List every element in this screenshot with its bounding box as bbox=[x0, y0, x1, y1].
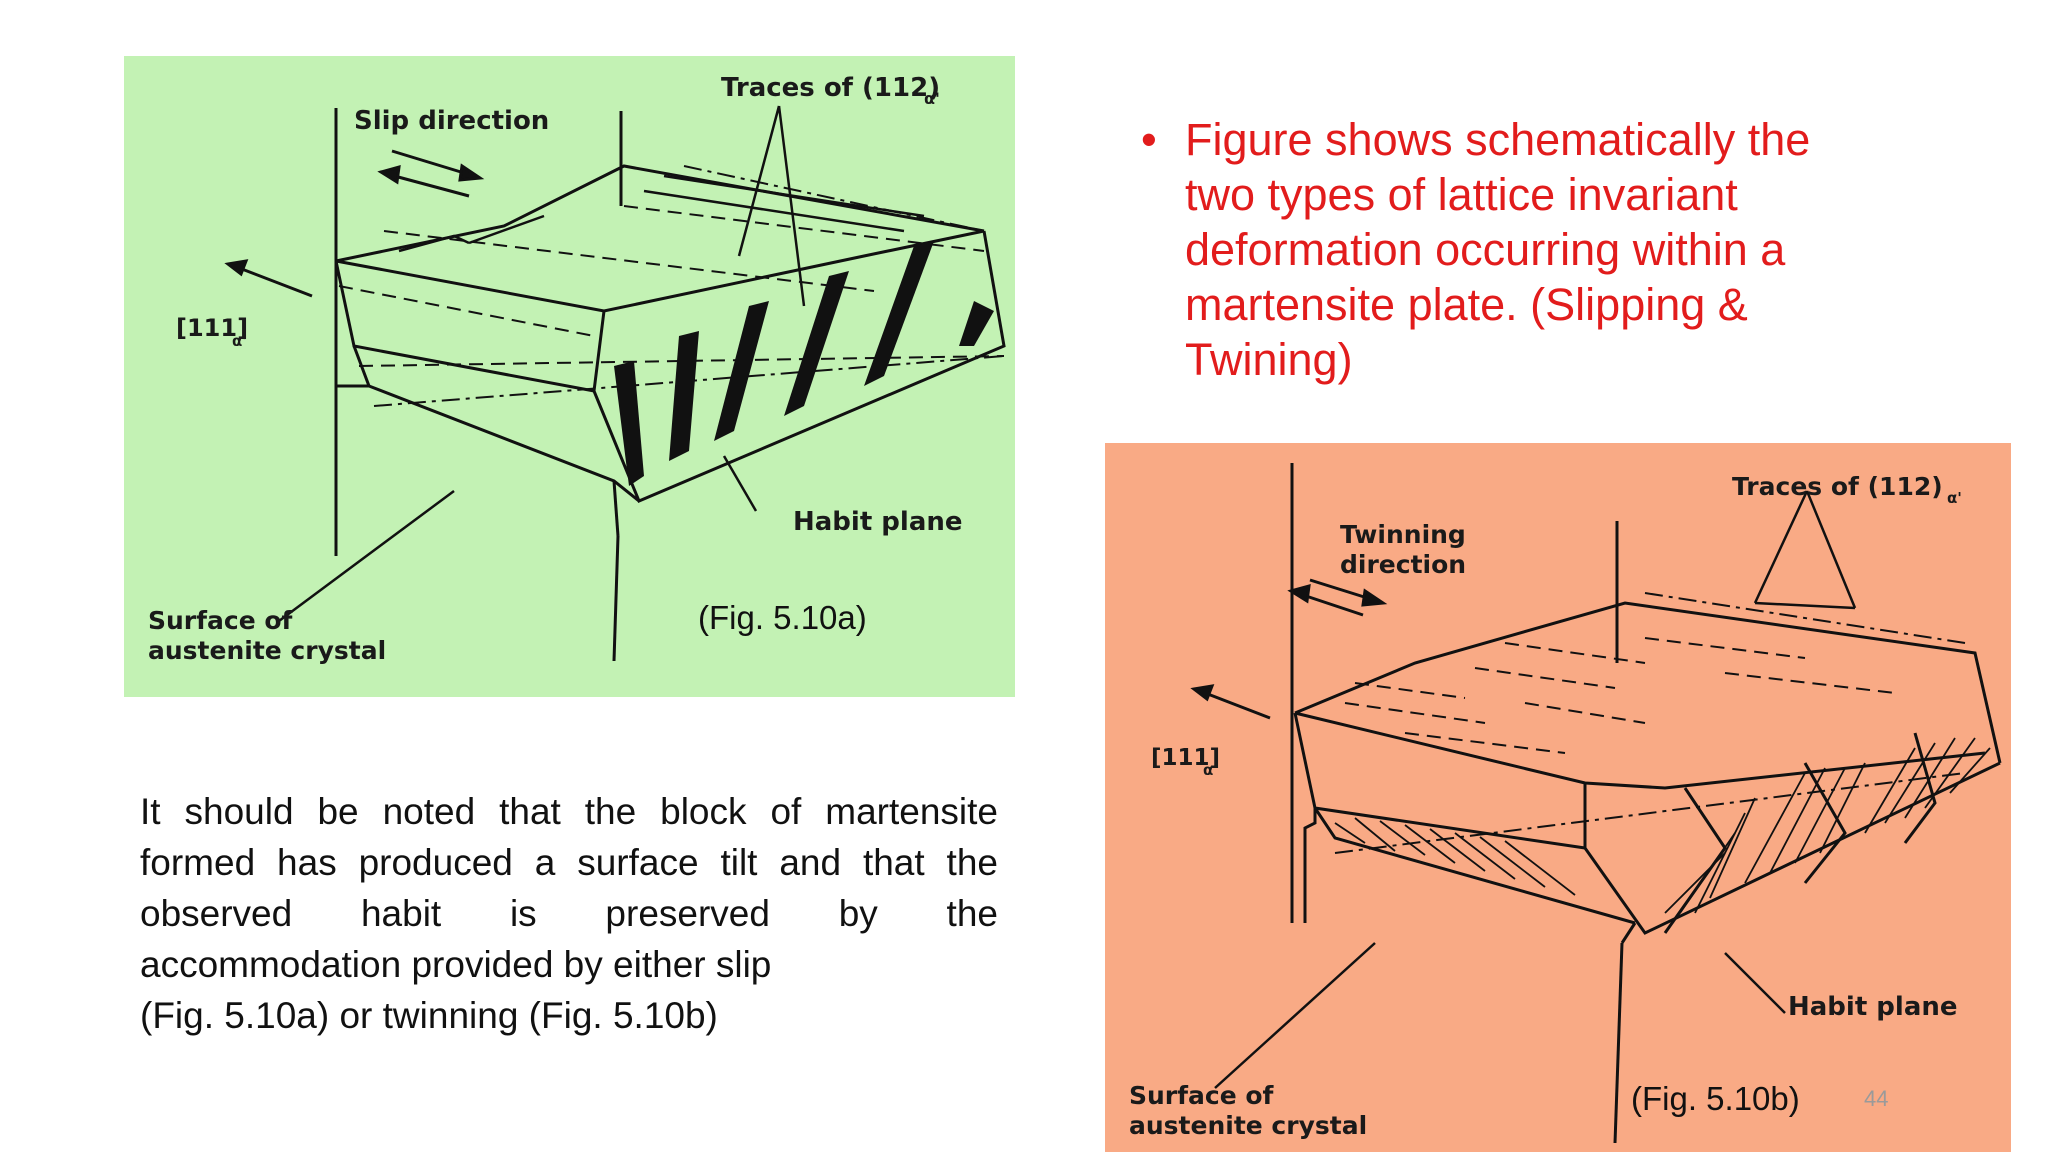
direction-label: [111] bbox=[176, 314, 248, 342]
paragraph-line: accommodation provided by either slip bbox=[140, 944, 772, 985]
slip-diagram-drawing: Traces of (112) α' Slip direction [111] … bbox=[148, 73, 1006, 665]
twinning-direction-label-line2: direction bbox=[1340, 550, 1466, 579]
explanation-paragraph: It should be noted that the block of mar… bbox=[140, 786, 998, 1041]
traces-label: Traces of (112) bbox=[1732, 472, 1943, 501]
bullet-line: martensite plate. (Slipping & bbox=[1185, 279, 1748, 330]
figure-caption: (Fig. 5.10a) bbox=[698, 599, 867, 636]
direction-subscript: α' bbox=[232, 332, 247, 350]
bullet-dot: • bbox=[1141, 114, 1157, 165]
figure-caption: (Fig. 5.10b) bbox=[1631, 1080, 1800, 1117]
figure-twinning-diagram: Traces of (112) α' Twinning direction [1… bbox=[1105, 443, 2011, 1152]
bullet-line: two types of lattice invariant bbox=[1185, 169, 1738, 220]
surface-label-line2: austenite crystal bbox=[1129, 1111, 1367, 1140]
surface-label-line2: austenite crystal bbox=[148, 636, 386, 665]
habit-plane-label: Habit plane bbox=[1788, 992, 1958, 1022]
figure-slip-diagram: Traces of (112) α' Slip direction [111] … bbox=[124, 56, 1015, 697]
paragraph-line: formed has produced a surface tilt and t… bbox=[140, 842, 998, 883]
bullet-text: Figure shows schematically the two types… bbox=[1185, 112, 1810, 387]
bullet-line: Twining) bbox=[1185, 334, 1353, 385]
traces-subscript: α' bbox=[924, 89, 940, 108]
paragraph-line: observed habit is preserved by the bbox=[140, 893, 998, 934]
traces-subscript: α' bbox=[1947, 489, 1962, 507]
direction-subscript: α bbox=[1203, 761, 1213, 779]
bullet-point: • Figure shows schematically the two typ… bbox=[1141, 112, 1901, 387]
bullet-line: deformation occurring within a bbox=[1185, 224, 1786, 275]
direction-label: [111] bbox=[1151, 745, 1220, 771]
paragraph-line: It should be noted that the block of mar… bbox=[140, 791, 998, 832]
twinning-diagram-drawing: Traces of (112) α' Twinning direction [1… bbox=[1129, 463, 2002, 1144]
surface-label-line1: Surface of bbox=[148, 606, 294, 635]
traces-label: Traces of (112) bbox=[721, 73, 940, 103]
surface-label-line1: Surface of bbox=[1129, 1081, 1275, 1110]
paragraph-line: (Fig. 5.10a) or twinning (Fig. 5.10b) bbox=[140, 995, 718, 1036]
twinning-direction-label-line1: Twinning bbox=[1340, 520, 1466, 549]
habit-plane-label: Habit plane bbox=[793, 507, 963, 537]
bullet-line: Figure shows schematically the bbox=[1185, 114, 1811, 165]
page-number: 44 bbox=[1864, 1086, 1889, 1111]
slip-direction-label: Slip direction bbox=[354, 106, 549, 136]
